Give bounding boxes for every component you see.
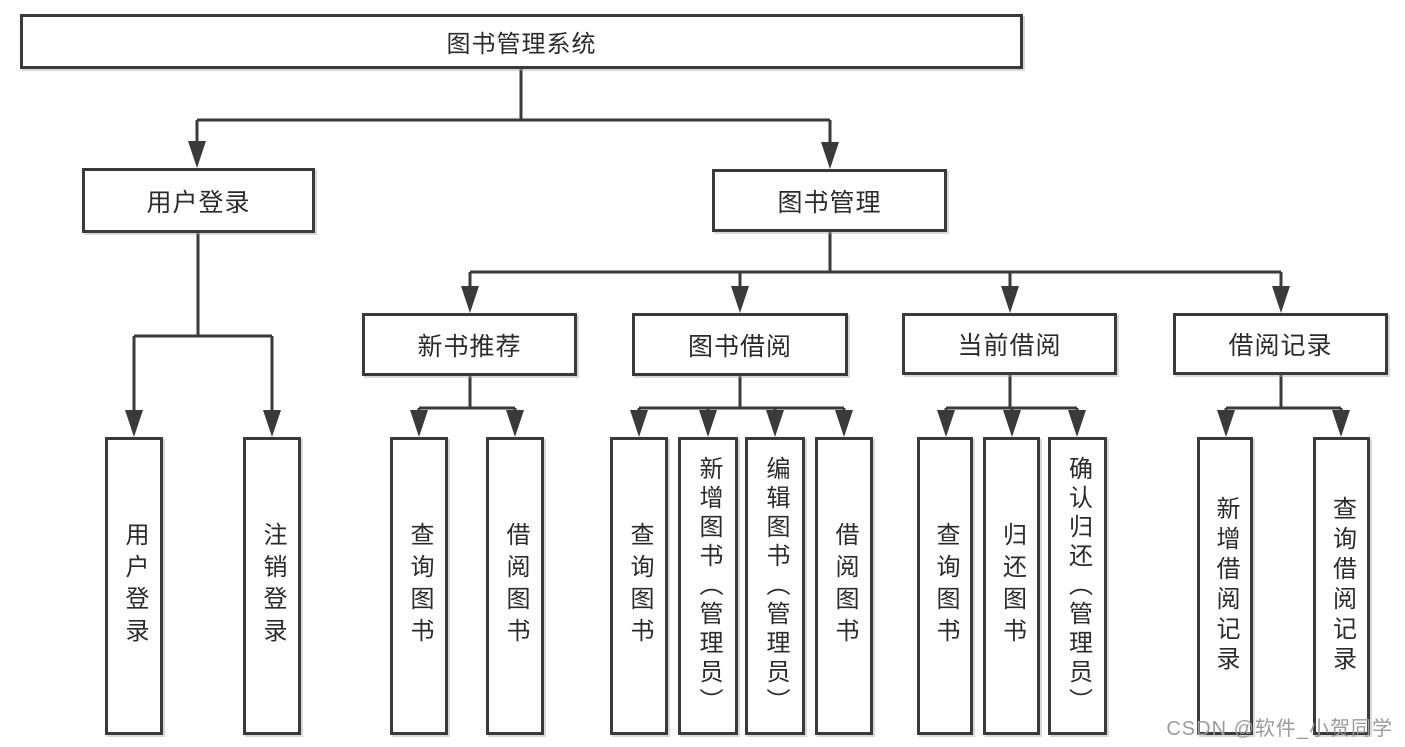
leaf-query-books-borrow: 查询图书 — [610, 437, 668, 735]
node-library-system: 图书管理系统 — [20, 14, 1023, 69]
node-label: 图书管理系统 — [446, 31, 597, 58]
arrowhead-down-icon — [1001, 286, 1019, 313]
node-label: 当前借阅 — [957, 332, 1062, 360]
leaf-label: 编辑图书（管理员） — [762, 455, 789, 717]
watermark: CSDN @软件_小贺同学 — [1166, 718, 1393, 740]
arrowhead-down-icon — [699, 410, 717, 437]
connector-current-borrow-children — [937, 375, 1086, 437]
connector-book-borrow-children — [630, 376, 853, 437]
arrowhead-down-icon — [125, 410, 143, 437]
leaf-label: 确认归还（管理员） — [1064, 455, 1092, 717]
leaf-label: 新增借阅记录 — [1212, 496, 1239, 676]
arrowhead-down-icon — [188, 141, 206, 168]
node-label: 借阅记录 — [1228, 332, 1333, 360]
arrowhead-down-icon — [1068, 410, 1086, 437]
arrowhead-down-icon — [821, 142, 839, 169]
leaf-query-borrow-record: 查询借阅记录 — [1313, 437, 1370, 735]
leaf-label: 借阅图书 — [502, 522, 529, 650]
connector-new-book-children — [410, 376, 524, 437]
node-label: 图书管理 — [777, 188, 882, 217]
node-book-borrowing: 图书借阅 — [632, 313, 848, 376]
leaf-label: 借阅图书 — [831, 522, 858, 650]
arrowhead-down-icon — [1003, 410, 1021, 437]
leaf-user-login: 用户登录 — [105, 437, 163, 735]
arrowhead-down-icon — [937, 410, 955, 437]
arrowhead-down-icon — [1332, 410, 1350, 437]
leaf-logout-login: 注销登录 — [243, 437, 301, 735]
arrowhead-down-icon — [766, 410, 784, 437]
leaf-confirm-return-admin: 确认归还（管理员） — [1048, 437, 1107, 735]
leaf-query-books-recommend: 查询图书 — [390, 437, 448, 735]
node-label: 图书借阅 — [687, 332, 792, 361]
leaf-label: 查询图书 — [626, 522, 653, 650]
connector-user-login-children — [125, 233, 281, 437]
leaf-return-book: 归还图书 — [983, 437, 1040, 735]
leaf-borrow-books-borrow: 借阅图书 — [815, 437, 873, 735]
leaf-label: 用户登录 — [121, 522, 148, 650]
arrowhead-down-icon — [461, 286, 479, 313]
arrowhead-down-icon — [263, 410, 281, 437]
arrowhead-down-icon — [1217, 410, 1235, 437]
arrowhead-down-icon — [630, 410, 648, 437]
leaf-label: 注销登录 — [259, 522, 286, 650]
connector-root-to-level2 — [188, 69, 839, 169]
node-borrowing-records: 借阅记录 — [1173, 313, 1388, 375]
node-current-borrowing: 当前借阅 — [902, 313, 1117, 375]
arrowhead-down-icon — [731, 286, 749, 313]
leaf-edit-book-admin: 编辑图书（管理员） — [745, 437, 805, 735]
leaf-borrow-books-recommend: 借阅图书 — [486, 437, 544, 735]
arrowhead-down-icon — [410, 410, 428, 437]
leaf-label: 归还图书 — [998, 522, 1026, 650]
node-label: 用户登录 — [146, 188, 251, 217]
leaf-add-borrow-record: 新增借阅记录 — [1197, 437, 1253, 735]
leaf-add-book-admin: 新增图书（管理员） — [678, 437, 738, 735]
connector-book-mgmt-children — [461, 232, 1290, 313]
node-book-management: 图书管理 — [712, 169, 947, 232]
arrowhead-down-icon — [1272, 286, 1290, 313]
leaf-label: 新增图书（管理员） — [695, 455, 722, 717]
arrowhead-down-icon — [506, 410, 524, 437]
node-new-book-recommendation: 新书推荐 — [362, 313, 577, 376]
leaf-query-books-current: 查询图书 — [917, 437, 973, 735]
arrowhead-down-icon — [835, 410, 853, 437]
leaf-label: 查询图书 — [932, 522, 959, 650]
leaf-label: 查询借阅记录 — [1328, 496, 1356, 676]
connector-records-children — [1217, 375, 1350, 437]
node-label: 新书推荐 — [417, 332, 522, 361]
leaf-label: 查询图书 — [406, 522, 433, 650]
node-user-login: 用户登录 — [82, 168, 315, 233]
